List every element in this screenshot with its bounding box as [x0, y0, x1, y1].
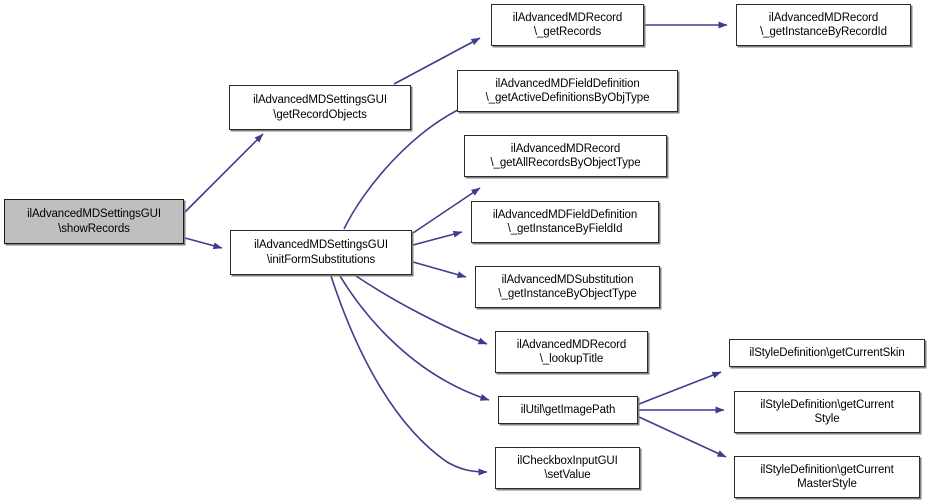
graph-node-label-setValue: ilCheckboxInputGUI \setValue — [517, 454, 618, 481]
graph-node-label-lookupTitle: ilAdvancedMDRecord \_lookupTitle — [516, 338, 627, 365]
graph-node-getRecords[interactable]: ilAdvancedMDRecord \_getRecords — [491, 4, 644, 46]
graph-node-label-getInstanceByObjectType: ilAdvancedMDSubstitution \_getInstanceBy… — [498, 273, 637, 300]
graph-node-label-getCurrentSkin: ilStyleDefinition\getCurrentSkin — [749, 346, 905, 359]
graph-edge-initFormSubstitutions-to-lookupTitle — [355, 275, 488, 345]
graph-node-label-getRecords: ilAdvancedMDRecord \_getRecords — [512, 11, 623, 38]
graph-node-getCurrentSkin[interactable]: ilStyleDefinition\getCurrentSkin — [729, 339, 925, 367]
graph-edge-getImagePath-to-getCurrentMasterStyle — [638, 416, 727, 458]
graph-node-getActiveDefinitionsByObjType[interactable]: ilAdvancedMDFieldDefinition \_getActiveD… — [457, 70, 678, 112]
graph-edge-initFormSubstitutions-to-getInstanceByObjectType — [412, 261, 467, 279]
graph-node-showRecords[interactable]: ilAdvancedMDSettingsGUI \showRecords — [4, 199, 184, 244]
graph-node-getInstanceByFieldId[interactable]: ilAdvancedMDFieldDefinition \_getInstanc… — [471, 201, 659, 243]
graph-node-setValue[interactable]: ilCheckboxInputGUI \setValue — [495, 447, 640, 489]
graph-node-label-getAllRecordsByObjectType: ilAdvancedMDRecord \_getAllRecordsByObje… — [490, 142, 641, 169]
graph-node-label-getCurrentStyle: ilStyleDefinition\getCurrent Style — [760, 398, 894, 425]
graph-edge-initFormSubstitutions-to-getImagePath — [339, 275, 490, 401]
graph-node-getImagePath[interactable]: ilUtil\getImagePath — [498, 396, 638, 424]
graph-node-label-getActiveDefinitionsByObjType: ilAdvancedMDFieldDefinition \_getActiveD… — [485, 77, 650, 104]
graph-node-getRecordObjects[interactable]: ilAdvancedMDSettingsGUI \getRecordObject… — [229, 85, 411, 130]
graph-edge-initFormSubstitutions-to-setValue — [330, 275, 488, 476]
graph-node-lookupTitle[interactable]: ilAdvancedMDRecord \_lookupTitle — [495, 331, 648, 373]
graph-edge-showRecords-to-getRecordObjects — [184, 133, 264, 213]
graph-node-getCurrentStyle[interactable]: ilStyleDefinition\getCurrent Style — [734, 391, 920, 433]
graph-node-getAllRecordsByObjectType[interactable]: ilAdvancedMDRecord \_getAllRecordsByObje… — [464, 135, 667, 177]
graph-edge-getImagePath-to-getCurrentSkin — [638, 371, 722, 405]
graph-node-label-showRecords: ilAdvancedMDSettingsGUI \showRecords — [27, 208, 161, 235]
graph-node-label-getRecordObjects: ilAdvancedMDSettingsGUI \getRecordObject… — [253, 94, 387, 121]
graph-edge-initFormSubstitutions-to-getInstanceByFieldId — [412, 230, 463, 246]
graph-node-label-getImagePath: ilUtil\getImagePath — [520, 403, 616, 416]
graph-node-label-getInstanceByFieldId: ilAdvancedMDFieldDefinition \_getInstanc… — [492, 208, 638, 235]
graph-node-label-getCurrentMasterStyle: ilStyleDefinition\getCurrent MasterStyle — [760, 463, 894, 490]
graph-node-getInstanceByObjectType[interactable]: ilAdvancedMDSubstitution \_getInstanceBy… — [475, 266, 660, 308]
graph-node-initFormSubstitutions[interactable]: ilAdvancedMDSettingsGUI \initFormSubstit… — [230, 230, 412, 275]
graph-node-getCurrentMasterStyle[interactable]: ilStyleDefinition\getCurrent MasterStyle — [734, 456, 920, 498]
graph-node-label-initFormSubstitutions: ilAdvancedMDSettingsGUI \initFormSubstit… — [254, 239, 388, 266]
graph-edge-initFormSubstitutions-to-getAllRecordsByObjectType — [412, 187, 481, 234]
graph-node-getInstanceByRecordId[interactable]: ilAdvancedMDRecord \_getInstanceByRecord… — [736, 4, 911, 46]
graph-node-label-getInstanceByRecordId: ilAdvancedMDRecord \_getInstanceByRecord… — [760, 11, 887, 38]
graph-edge-showRecords-to-initFormSubstitutions — [184, 237, 223, 250]
